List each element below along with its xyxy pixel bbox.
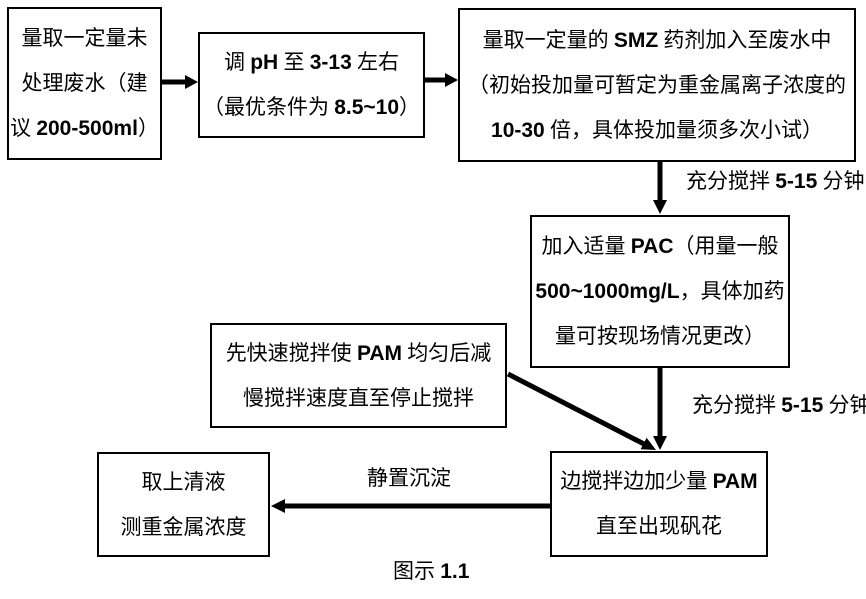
box-line: 慢搅拌速度直至停止搅拌 bbox=[243, 385, 474, 410]
arrow-addpam-to-supernatant bbox=[271, 499, 550, 513]
box-line: （最优条件为 8.5~10） bbox=[202, 95, 421, 119]
box-line: （初始投加量可暂定为重金属离子浓度的 bbox=[468, 72, 846, 97]
box-line: 量可按现场情况更改） bbox=[555, 324, 765, 348]
box-line: 加入适量 PAC（用量一般 bbox=[541, 234, 779, 258]
arrow-pac-to-addpam bbox=[653, 368, 667, 450]
box-line: 议 200-500ml） bbox=[10, 116, 159, 140]
edge-label-stir-2: 充分搅拌 5-15 分钟 bbox=[692, 393, 866, 417]
figure-caption: 图示 1.1 bbox=[393, 559, 470, 583]
box-line: 直至出现矾花 bbox=[596, 514, 722, 538]
arrow-smz-to-pac bbox=[653, 162, 667, 214]
flow-box-adjust-ph: 调 pH 至 3-13 左右 （最优条件为 8.5~10） bbox=[198, 32, 425, 138]
box-line: 处理废水（建 bbox=[21, 71, 148, 95]
flow-box-add-pam: 边搅拌边加少量 PAM 直至出现矾花 bbox=[550, 451, 768, 557]
flow-box-stir-pam: 先快速搅拌使 PAM 均匀后减 慢搅拌速度直至停止搅拌 bbox=[210, 323, 507, 428]
box-line: 取上清液 bbox=[141, 469, 226, 494]
edge-label-stir-1: 充分搅拌 5-15 分钟 bbox=[686, 169, 865, 193]
arrow-stirpam-to-addpam bbox=[506, 371, 656, 450]
box-line: 调 pH 至 3-13 左右 bbox=[223, 50, 400, 74]
box-line: 先快速搅拌使 PAM 均匀后减 bbox=[225, 340, 492, 365]
box-line: 10-30 倍，具体投加量须多次小试） bbox=[491, 117, 823, 142]
flow-box-add-pac: 加入适量 PAC（用量一般 500~1000mg/L，具体加药 量可按现场情况更… bbox=[530, 215, 790, 368]
box-line: 量取一定量未 bbox=[21, 26, 148, 50]
flow-box-add-smz: 量取一定量的 SMZ 药剂加入至废水中 （初始投加量可暂定为重金属离子浓度的 1… bbox=[458, 8, 856, 162]
edge-label-settle: 静置沉淀 bbox=[367, 466, 451, 490]
flow-box-measure-wastewater: 量取一定量未 处理废水（建 议 200-500ml） bbox=[7, 7, 162, 160]
flow-box-take-supernatant: 取上清液 测重金属浓度 bbox=[97, 452, 270, 557]
box-line: 500~1000mg/L，具体加药 bbox=[535, 279, 785, 303]
box-line: 边搅拌边加少量 PAM bbox=[560, 469, 758, 493]
arrow-measure-to-ph bbox=[160, 75, 198, 89]
box-line: 量取一定量的 SMZ 药剂加入至废水中 bbox=[482, 27, 832, 52]
box-line: 测重金属浓度 bbox=[120, 514, 247, 539]
arrow-ph-to-smz bbox=[425, 73, 458, 87]
